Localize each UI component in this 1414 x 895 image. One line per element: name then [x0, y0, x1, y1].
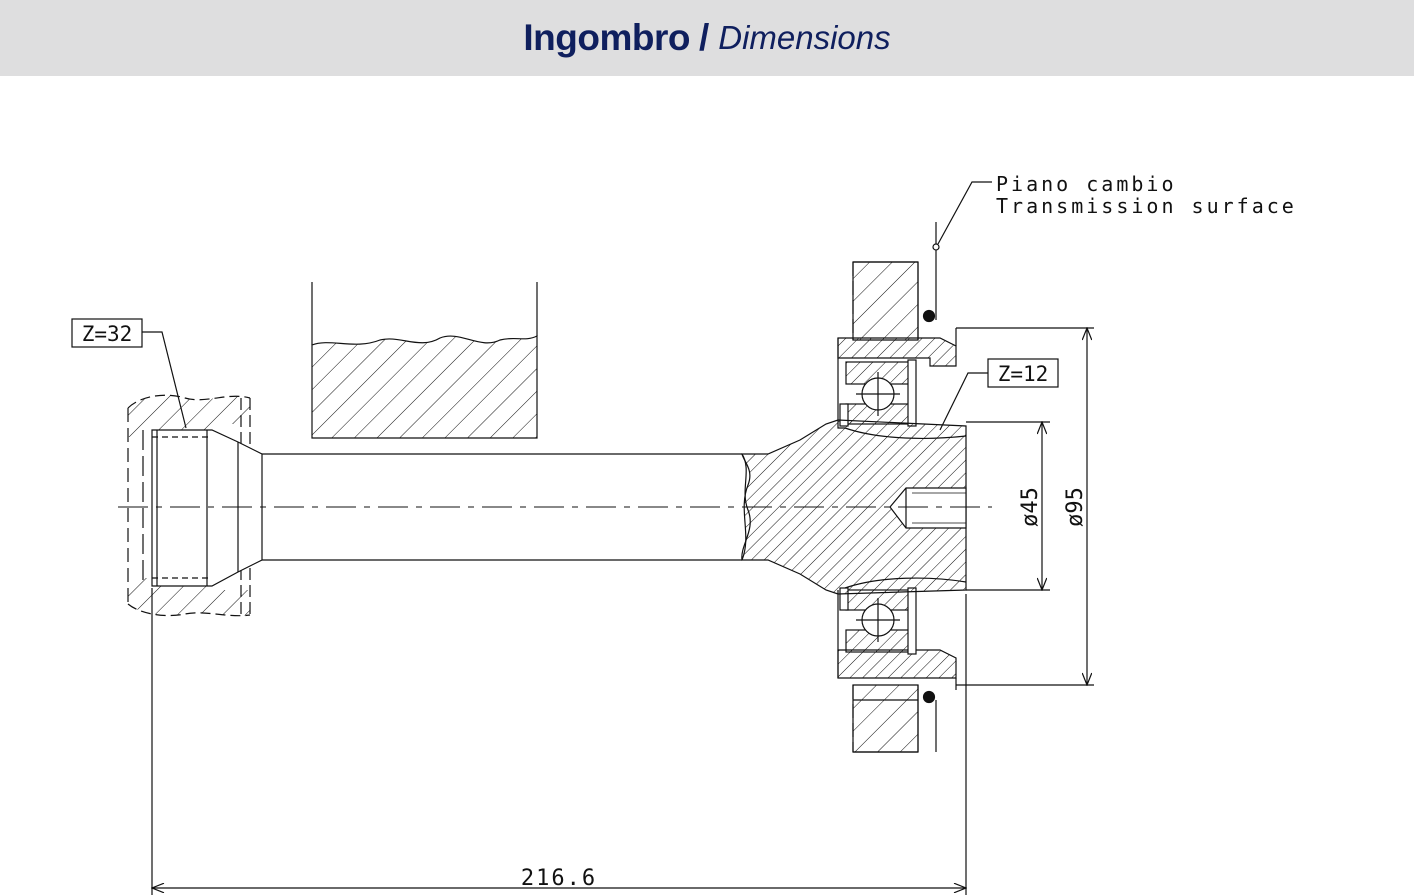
title-separator: / [698, 17, 710, 58]
middle-housing-section [311, 282, 538, 439]
label-surface-it: Piano cambio [996, 172, 1177, 196]
label-z32: Z=32 [82, 322, 133, 346]
length-dimension [152, 588, 966, 895]
label-box-z12 [987, 358, 1059, 388]
bearing-bottom [839, 587, 917, 655]
leader-surface [937, 181, 992, 245]
leader-z12 [939, 372, 990, 431]
label-z12: Z=12 [998, 362, 1049, 386]
o-ring-top [922, 309, 936, 323]
label-length: 216.6 [521, 866, 597, 891]
label-dia-95: ø95 [1063, 487, 1088, 527]
page-header: Ingombro / Dimensions [0, 0, 1414, 76]
right-housing-section [852, 222, 937, 753]
o-ring-bottom [922, 690, 936, 704]
left-housing-section [127, 394, 251, 617]
title-main: Ingombro [523, 17, 690, 58]
label-box-z32 [71, 318, 143, 348]
title-subtitle: Dimensions [718, 19, 891, 56]
large-diameter-dimension [956, 328, 1094, 685]
left-gear [151, 429, 263, 587]
bearing-top [839, 359, 917, 427]
label-surface-en: Transmission surface [996, 194, 1297, 218]
leader-z32 [142, 331, 187, 429]
small-diameter-dimension [966, 422, 1050, 590]
label-dia-45: ø45 [1018, 487, 1043, 527]
surface-marker [932, 243, 940, 251]
